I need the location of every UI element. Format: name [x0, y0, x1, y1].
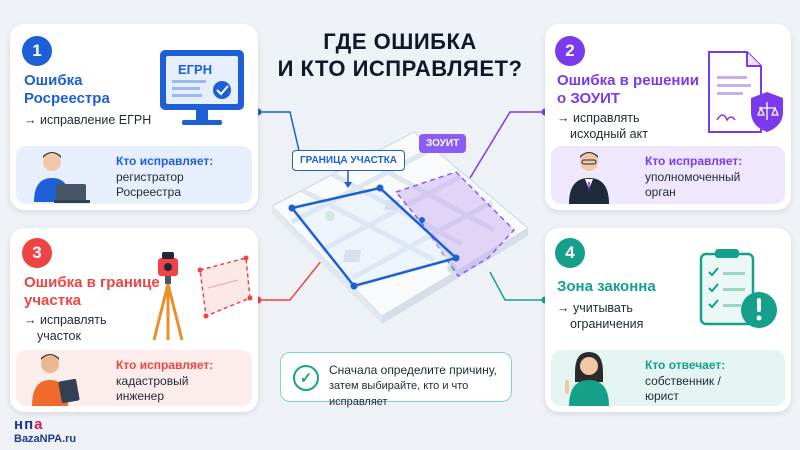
card-action-line: → исправлять: [557, 111, 640, 125]
logo-letter: п: [24, 416, 35, 433]
who-label: Кто исправляет:: [116, 154, 214, 168]
checklist-warning-icon: [699, 249, 777, 328]
card-title: Ошибка в решении о ЗОУИТ: [557, 72, 699, 108]
card-title-line: Ошибка в границе: [24, 274, 160, 291]
official-person-icon: [569, 152, 609, 204]
tip-text: Сначала определите причину, затем выбира…: [329, 362, 509, 410]
card-action-line: → исправлять: [24, 313, 107, 327]
card-title: Ошибка в границе участка: [24, 274, 160, 310]
who-text-line: регистратор: [116, 170, 184, 184]
legal-document-icon: [708, 51, 783, 133]
who-text-line: кадастровый: [116, 374, 189, 388]
who-text-line: собственник /: [645, 374, 721, 388]
card-lawful-zone: 4 Зона законна → учитывать ограничения К…: [545, 228, 791, 412]
card-title-line: Ошибка в решении: [557, 72, 699, 89]
card-rosreestr-error: 1 Ошибка Росреестра → исправление ЕГРН Е…: [10, 24, 258, 210]
card-title-line: о ЗОУИТ: [557, 90, 621, 107]
card-title-line: Росреестра: [24, 90, 110, 107]
card-action: → исправлять участок: [24, 312, 107, 344]
title-line-2: И КТО ИСПРАВЛЯЕТ?: [277, 56, 523, 81]
tip-text-line: Сначала определите причину,: [329, 363, 497, 377]
logo-letter: н: [14, 416, 25, 433]
card-title: Зона законна: [557, 278, 656, 296]
card-number: 1: [22, 36, 52, 66]
card-action: → учитывать ограничения: [557, 300, 643, 332]
card-number: 4: [555, 238, 585, 268]
card-action-line: исходный акт: [570, 127, 648, 141]
who-label: Кто исправляет:: [116, 358, 214, 372]
card-action-line: → учитывать: [557, 301, 633, 315]
who-text-line: орган: [645, 185, 676, 199]
card-action-line: ограничения: [570, 317, 644, 331]
tip-text-line: затем выбирайте, кто и что исправляет: [329, 380, 469, 408]
who-text: собственник / юрист: [645, 374, 721, 404]
owner-person-icon: [565, 352, 609, 406]
card-title-line: Ошибка: [24, 72, 83, 89]
card-title: Ошибка Росреестра: [24, 72, 110, 108]
screen-label: ЕГРН: [178, 62, 213, 77]
who-text-line: уполномоченный: [645, 170, 741, 184]
card-number: 2: [555, 36, 585, 66]
who-panel: Кто исправляет: уполномоченный орган: [551, 146, 785, 204]
who-panel: Кто отвечает: собственник / юрист: [551, 350, 785, 406]
who-panel: Кто исправляет: регистратор Росреестра: [16, 146, 252, 204]
who-panel: Кто исправляет: кадастровый инженер: [16, 350, 252, 406]
engineer-with-tablet-icon: [32, 354, 80, 406]
card-zouit-decision-error: 2 Ошибка в решении о ЗОУИТ → исправлять …: [545, 24, 791, 210]
person-at-laptop-icon: [34, 152, 90, 203]
zone-tag: ЗОУИТ: [419, 134, 467, 153]
who-text-line: юрист: [645, 389, 679, 403]
who-text: регистратор Росреестра: [116, 170, 184, 200]
card-number: 3: [22, 238, 52, 268]
land-plot-map-illustration: [271, 131, 529, 324]
checkmark-icon: ✓: [293, 365, 319, 391]
who-text-line: Росреестра: [116, 185, 182, 199]
logo-letter: а: [34, 416, 44, 433]
title-line-1: ГДЕ ОШИБКА: [323, 29, 477, 54]
logo-site-name: BazaNPA.ru: [14, 433, 77, 445]
survey-theodolite-icon: [152, 252, 253, 341]
card-action: → исправлять исходный акт: [557, 110, 648, 142]
site-logo[interactable]: нпа BazaNPA.ru: [14, 416, 76, 445]
who-label: Кто отвечает:: [645, 358, 726, 372]
boundary-tag: ГРАНИЦА УЧАСТКА: [292, 150, 406, 171]
card-title-line: участка: [24, 292, 81, 309]
who-text-line: инженер: [116, 389, 165, 403]
monitor-icon: [160, 50, 244, 125]
card-title-line: Зона законна: [557, 278, 656, 295]
who-label: Кто исправляет:: [645, 154, 743, 168]
who-text: кадастровый инженер: [116, 374, 188, 404]
card-action: → исправление ЕГРН: [24, 113, 152, 127]
tip-box: ✓ Сначала определите причину, затем выби…: [280, 352, 512, 408]
logo-mark: нпа: [14, 416, 76, 433]
card-boundary-error: 3 Ошибка в границе участка → исправлять …: [10, 228, 258, 412]
card-action-line: участок: [37, 329, 81, 343]
page-title: ГДЕ ОШИБКА И КТО ИСПРАВЛЯЕТ?: [255, 28, 545, 82]
who-text: уполномоченный орган: [645, 170, 740, 200]
